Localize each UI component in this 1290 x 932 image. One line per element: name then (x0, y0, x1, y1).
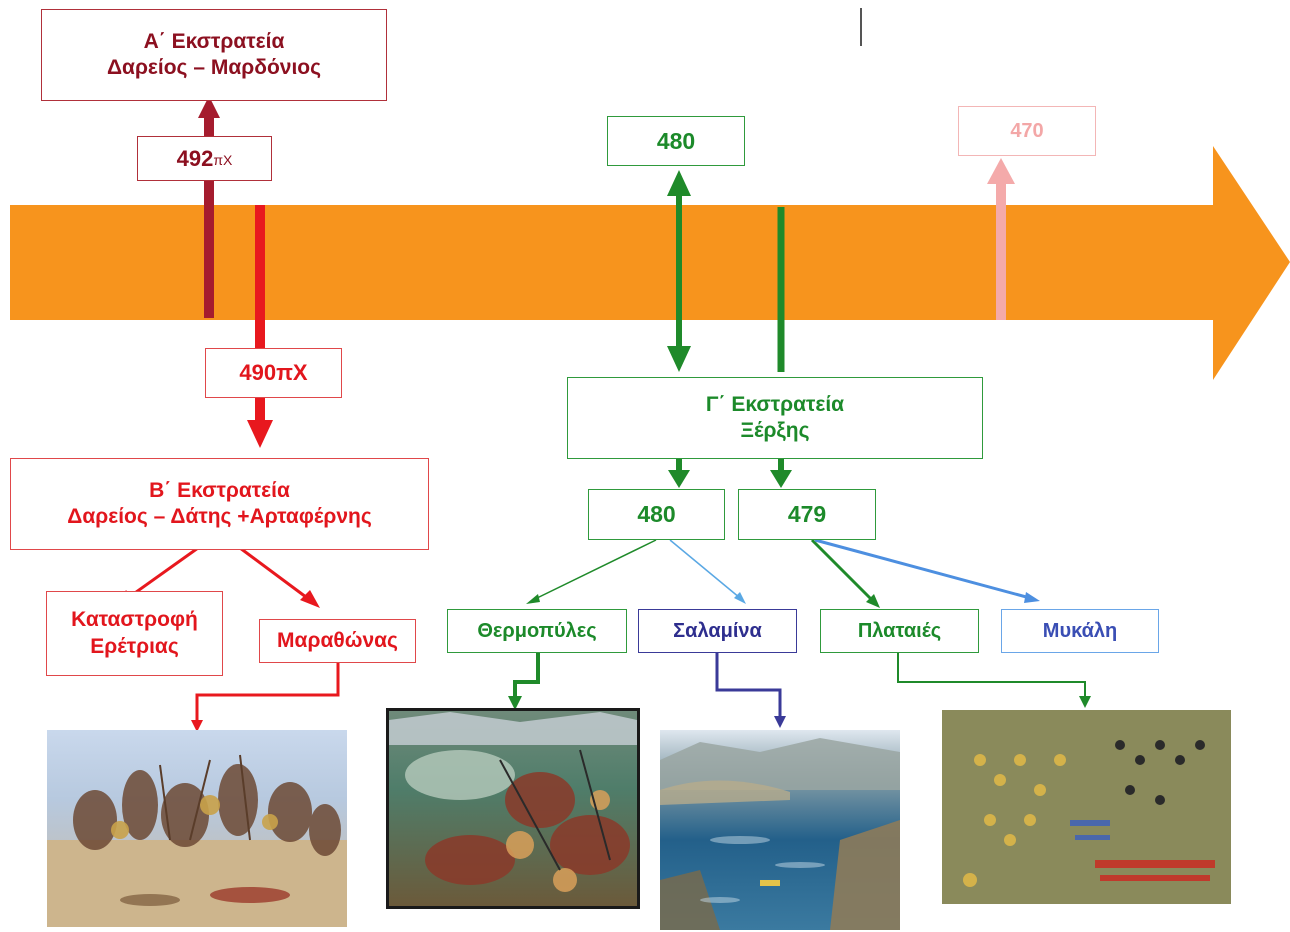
plataea-label: Πλαταιές (857, 619, 942, 642)
marathon-painting (47, 730, 347, 927)
marathon-label: Μαραθώνας (277, 628, 398, 652)
campaign-a-leaders: Δαρείος – Μαρδόνιος (106, 56, 322, 79)
campaign-b-title: Β΄ Εκστρατεία (149, 478, 290, 502)
branch-thermopylae (532, 539, 657, 601)
date-480-top-label: 480 (656, 127, 696, 154)
campaign-a-title: Α΄ Εκστρατεία (143, 29, 285, 53)
branch-mycale (814, 538, 1031, 600)
date-479-box: 479 (738, 489, 876, 540)
date-490-label: 490πΧ (239, 360, 308, 386)
campaign-c-box: Γ΄ Εκστρατεία Ξέρξης (567, 377, 983, 459)
salamis-box: Σαλαμίνα (638, 609, 797, 653)
date-490-box: 490πΧ (205, 348, 342, 398)
mycale-label: Μυκάλη (1042, 619, 1118, 642)
eretria-line2: Ερέτριας (90, 634, 179, 658)
campaign-b-box: Β΄ Εκστρατεία Δαρείος – Δάτης +Αρταφέρνη… (10, 458, 429, 550)
link-plataea-image (897, 652, 1086, 698)
plataea-painting (942, 710, 1231, 904)
timeline-arrow (10, 146, 1290, 380)
link-thermopylae-image (513, 652, 540, 700)
salamis-painting (660, 730, 900, 930)
link-salamis-image (715, 652, 782, 718)
thermopylae-label: Θερμοπύλες (477, 619, 597, 642)
branch-salamis (669, 539, 741, 599)
date-479-label: 479 (787, 501, 827, 528)
thermopylae-box: Θερμοπύλες (447, 609, 627, 653)
arrowhead-campaign-a (198, 96, 220, 118)
plataea-box: Πλαταιές (820, 609, 979, 653)
salamis-label: Σαλαμίνα (673, 619, 762, 642)
campaign-c-title: Γ΄ Εκστρατεία (705, 392, 845, 416)
eretria-line1: Καταστροφή (71, 608, 198, 632)
arrowhead-campaign-b (247, 420, 273, 448)
eretria-box: Καταστροφή Ερέτριας (46, 591, 223, 676)
campaign-a-box: Α΄ Εκστρατεία Δαρείος – Μαρδόνιος (41, 9, 387, 101)
date-470-label: 470 (1010, 119, 1044, 142)
mycale-box: Μυκάλη (1001, 609, 1159, 653)
branch-marathon (239, 546, 311, 602)
marathon-box: Μαραθώνας (259, 619, 416, 663)
date-480-bottom-box: 480 (588, 489, 725, 540)
date-480-top-box: 480 (607, 116, 745, 166)
date-480-bottom-label: 480 (637, 501, 676, 528)
branch-plataea (810, 538, 874, 602)
campaign-b-leaders: Δαρείος – Δάτης +Αρταφέρνης (67, 505, 372, 528)
date-492-box: 492 πΧ (137, 136, 272, 181)
thermopylae-painting (386, 708, 640, 909)
date-492-suffix: πΧ (213, 151, 233, 168)
campaign-c-leader: Ξέρξης (740, 419, 810, 442)
date-492-number: 492 (176, 145, 214, 171)
link-marathon-image (195, 662, 340, 722)
date-470-box: 470 (958, 106, 1096, 156)
